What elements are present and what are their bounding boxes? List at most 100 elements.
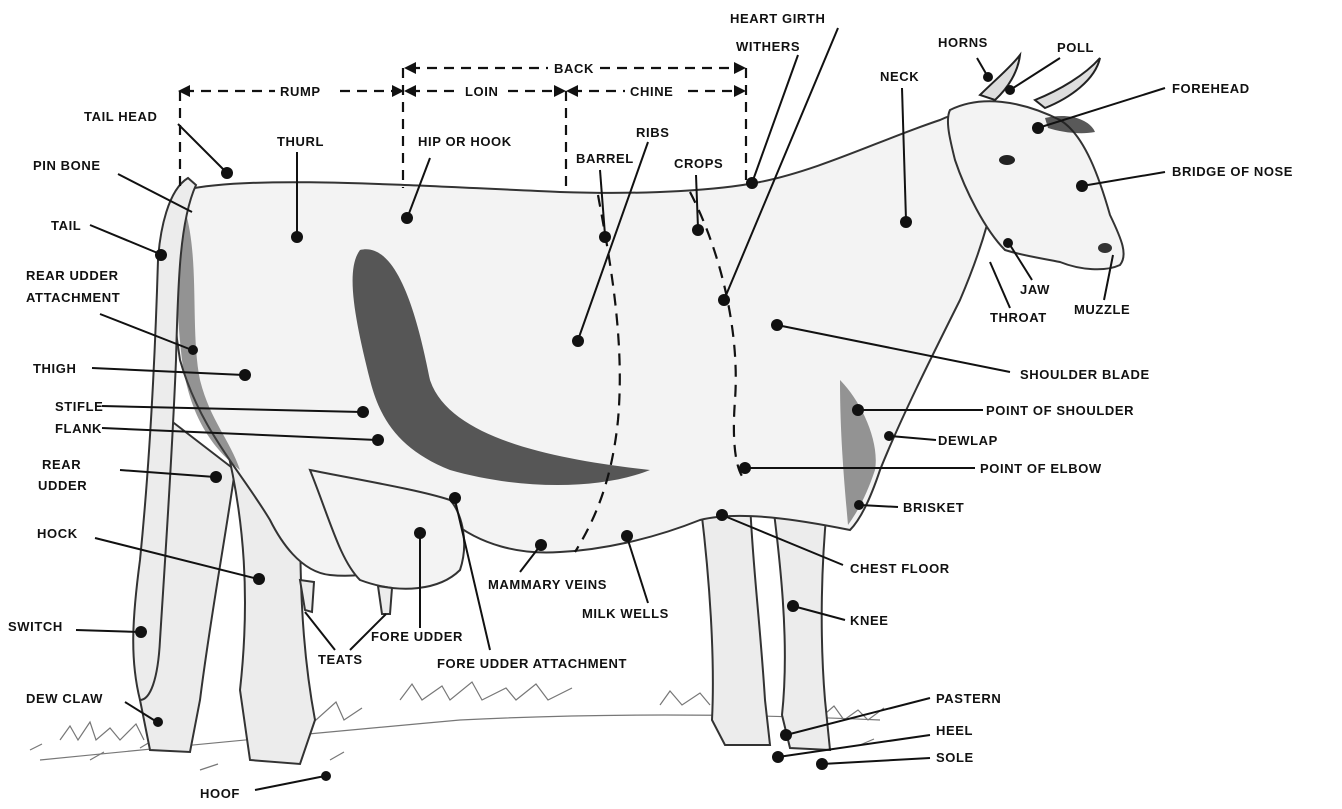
stifle-point: [357, 406, 369, 418]
loin-arrow-right: [554, 85, 566, 97]
teats-leader-1: [305, 612, 335, 650]
label-switch: SWITCH: [8, 619, 63, 634]
label-flank: FLANK: [55, 421, 102, 436]
label-brisket: BRISKET: [903, 500, 964, 515]
label-pastern: PASTERN: [936, 691, 1001, 706]
label-rear-udder-attachment-line2: ATTACHMENT: [26, 290, 120, 305]
label-heart-girth: HEART GIRTH: [730, 11, 825, 26]
switch-point: [135, 626, 147, 638]
label-rear-udder-attachment-line1: REAR UDDER: [26, 268, 119, 283]
label-point-of-shoulder: POINT OF SHOULDER: [986, 403, 1134, 418]
label-thigh: THIGH: [33, 361, 76, 376]
horns-point: [983, 72, 993, 82]
tail-head-leader: [178, 124, 226, 172]
label-milk-wells: MILK WELLS: [582, 606, 669, 621]
brisket-point: [854, 500, 864, 510]
heart-girth-point: [718, 294, 730, 306]
label-rear-udder-line1: REAR: [42, 457, 81, 472]
label-hoof: HOOF: [200, 786, 240, 801]
chest-floor-point: [716, 509, 728, 521]
label-shoulder-blade: SHOULDER BLADE: [1020, 367, 1150, 382]
loin-arrow-left: [404, 85, 416, 97]
label-heel: HEEL: [936, 723, 973, 738]
label-rear-udder-line2: UDDER: [38, 478, 87, 493]
label-hip-or-hook: HIP OR HOOK: [418, 134, 512, 149]
switch-leader: [76, 630, 140, 632]
hoof-point: [321, 771, 331, 781]
label-forehead: FOREHEAD: [1172, 81, 1250, 96]
teat-front: [378, 586, 392, 614]
shoulder-blade-point: [771, 319, 783, 331]
label-ribs: RIBS: [636, 125, 669, 140]
dew-claw-point: [153, 717, 163, 727]
label-horns: HORNS: [938, 35, 988, 50]
label-chest-floor: CHEST FLOOR: [850, 561, 950, 576]
mammary-veins-point: [535, 539, 547, 551]
ribs-point: [572, 335, 584, 347]
throat-leader: [990, 262, 1010, 308]
dewlap-point: [884, 431, 894, 441]
poll-point: [1005, 85, 1015, 95]
label-tail-head: TAIL HEAD: [84, 109, 158, 124]
label-point-of-elbow: POINT OF ELBOW: [980, 461, 1102, 476]
label-hock: HOCK: [37, 526, 78, 541]
label-sole: SOLE: [936, 750, 974, 765]
label-dew-claw: DEW CLAW: [26, 691, 103, 706]
milk-wells-point: [621, 530, 633, 542]
horn-right: [1035, 58, 1100, 108]
forehead-point: [1032, 122, 1044, 134]
label-mammary-veins: MAMMARY VEINS: [488, 577, 607, 592]
heel-point: [772, 751, 784, 763]
point-of-elbow-point: [739, 462, 751, 474]
label-muzzle: MUZZLE: [1074, 302, 1130, 317]
label-back: BACK: [554, 61, 594, 76]
label-throat: THROAT: [990, 310, 1047, 325]
label-rump: RUMP: [280, 84, 321, 99]
label-fore-udder-attachment: FORE UDDER ATTACHMENT: [437, 656, 627, 671]
chine-arrow-left: [566, 85, 578, 97]
thurl-point: [291, 231, 303, 243]
cow-nostril: [1098, 243, 1112, 253]
hock-point: [253, 573, 265, 585]
tail-head-point: [221, 167, 233, 179]
hip-or-hook-point: [401, 212, 413, 224]
rear-udder-point: [210, 471, 222, 483]
neck-point: [900, 216, 912, 228]
label-tail: TAIL: [51, 218, 81, 233]
label-dewlap: DEWLAP: [938, 433, 998, 448]
label-loin: LOIN: [465, 84, 498, 99]
label-withers: WITHERS: [736, 39, 800, 54]
thigh-point: [239, 369, 251, 381]
bridge-of-nose-point: [1076, 180, 1088, 192]
tail-point: [155, 249, 167, 261]
rear-udder-attachment-point: [188, 345, 198, 355]
label-jaw: JAW: [1020, 282, 1050, 297]
milk-wells-leader: [627, 537, 648, 603]
point-of-shoulder-point: [852, 404, 864, 416]
label-crops: CROPS: [674, 156, 723, 171]
barrel-point: [599, 231, 611, 243]
fore-udder-attachment-point: [449, 492, 461, 504]
hoof-leader: [255, 776, 325, 790]
label-teats: TEATS: [318, 652, 363, 667]
far-front-leg: [700, 500, 770, 745]
label-stifle: STIFLE: [55, 399, 103, 414]
tail-leader: [90, 225, 160, 254]
jaw-point: [1003, 238, 1013, 248]
label-neck: NECK: [880, 69, 919, 84]
dewlap-leader: [890, 436, 936, 440]
label-bridge-of-nose: BRIDGE OF NOSE: [1172, 164, 1293, 179]
pastern-point: [780, 729, 792, 741]
label-knee: KNEE: [850, 613, 889, 628]
chine-arrow-right: [734, 85, 746, 97]
label-barrel: BARREL: [576, 151, 634, 166]
label-fore-udder: FORE UDDER: [371, 629, 463, 644]
back-arrow-right: [734, 62, 746, 74]
knee-point: [787, 600, 799, 612]
flank-point: [372, 434, 384, 446]
withers-leader: [752, 55, 798, 183]
crops-point: [692, 224, 704, 236]
fore-udder-point: [414, 527, 426, 539]
